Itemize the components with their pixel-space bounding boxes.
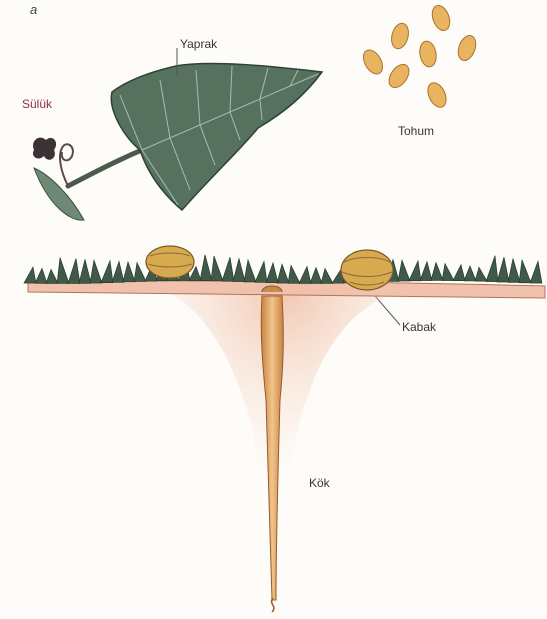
foliage-leaf [519, 260, 531, 283]
foliage-row [24, 255, 542, 284]
seed [455, 33, 479, 63]
foliage-leaf [46, 269, 58, 283]
foliage-leaf [266, 263, 278, 283]
leaf-stem [68, 150, 142, 186]
leaf-illustration [33, 64, 322, 221]
foliage-leaf [398, 260, 410, 281]
foliage-leaf [277, 264, 289, 283]
foliage-leaf [420, 262, 432, 281]
foliage-leaf [200, 255, 212, 281]
foliage-leaf [57, 258, 69, 284]
soil-band [28, 281, 545, 298]
foliage-leaf [409, 261, 421, 281]
foliage-leaf [431, 263, 443, 281]
root-label: Kök [309, 476, 330, 490]
tendril-flower [33, 138, 56, 160]
seeds-label: Tohum [398, 124, 434, 138]
foliage-leaf [24, 267, 36, 283]
tendril [60, 144, 73, 186]
foliage-leaf [255, 261, 267, 282]
seed [360, 47, 387, 78]
leaf-label: Yaprak [180, 37, 217, 51]
foliage-leaf [530, 261, 542, 283]
panel-letter: a [30, 2, 37, 17]
foliage-leaf [464, 266, 476, 281]
foliage-leaf [453, 265, 465, 281]
foliage-leaf [123, 262, 135, 282]
foliage-leaf [244, 260, 256, 282]
foliage-leaf [321, 268, 333, 283]
foliage-leaf [90, 260, 102, 283]
foliage-leaf [79, 259, 91, 283]
foliage-leaf [233, 259, 245, 282]
seeds-group [360, 3, 479, 110]
foliage-leaf [222, 257, 234, 281]
foliage-leaf [475, 267, 487, 281]
seed [385, 61, 413, 91]
foliage-leaf [508, 258, 520, 282]
fruit-left [146, 246, 194, 278]
foliage-leaf [486, 256, 498, 282]
stem-leaflet [34, 168, 84, 220]
seed [424, 80, 449, 110]
seed [429, 3, 453, 33]
foliage-leaf [442, 264, 454, 281]
foliage-leaf [112, 261, 124, 282]
seed [389, 21, 411, 50]
foliage-leaf [134, 262, 146, 281]
foliage-leaf [211, 256, 223, 281]
foliage-leaf [288, 265, 300, 283]
foliage-leaf [68, 258, 80, 283]
seed [418, 40, 438, 68]
tendril-label: Sülük [22, 97, 52, 111]
fruit-right [341, 250, 393, 290]
foliage-leaf [101, 261, 113, 283]
foliage-leaf [299, 266, 311, 283]
foliage-leaf [497, 257, 509, 282]
root-halo [150, 285, 420, 600]
foliage-leaf [310, 267, 322, 283]
fruit-label: Kabak [402, 320, 436, 334]
foliage-leaf [35, 268, 47, 283]
